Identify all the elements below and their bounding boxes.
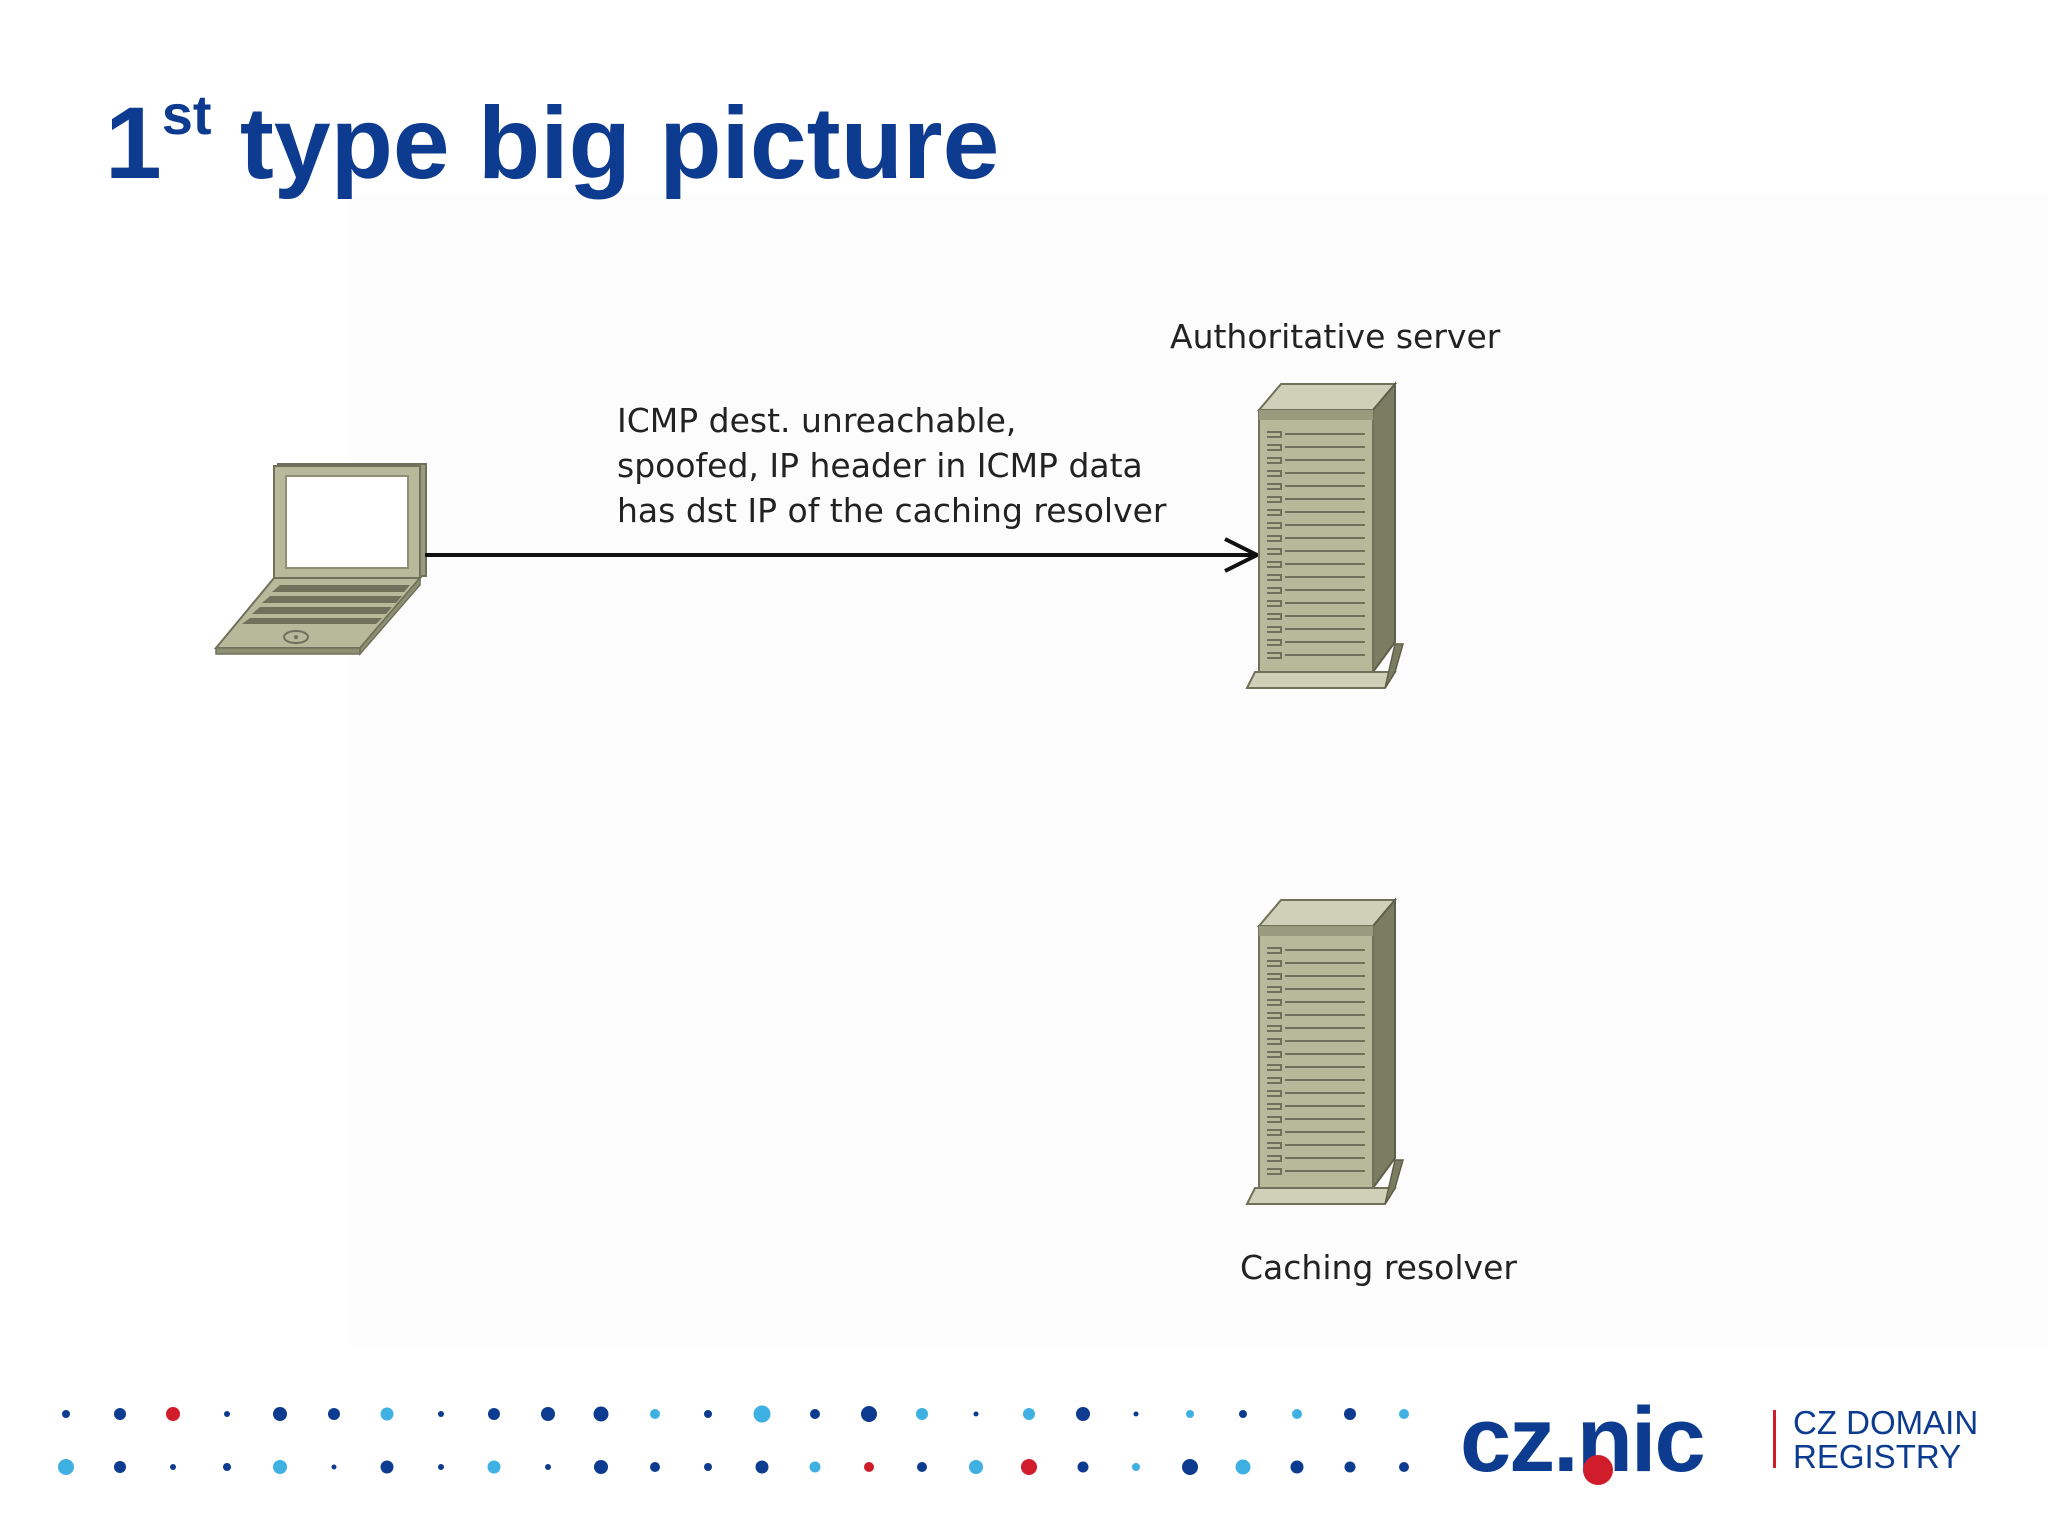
decorative-dot: [649, 1409, 660, 1419]
decorative-dot: [380, 1460, 394, 1474]
decorative-dot: [593, 1406, 609, 1422]
decorative-dot: [704, 1410, 712, 1418]
decorative-dot: [968, 1460, 983, 1474]
decorative-dot: [488, 1408, 500, 1420]
decorative-dot: [1290, 1460, 1303, 1474]
decorative-dot: [1133, 1411, 1139, 1417]
logo-dot: [1583, 1455, 1613, 1485]
edge-label-line: has dst IP of the caching resolver: [617, 491, 1167, 530]
decorative-dot: [810, 1409, 820, 1419]
decorative-dot: [1291, 1409, 1302, 1419]
logo-text-line1: CZ DOMAIN: [1793, 1404, 1979, 1441]
decorative-dot: [170, 1464, 176, 1470]
caching-resolver-label: Caching resolver: [1240, 1248, 1517, 1287]
decorative-dot: [62, 1410, 70, 1418]
decorative-dot: [863, 1462, 874, 1472]
edge-label-line: ICMP dest. unreachable,: [617, 401, 1017, 440]
decorative-dot: [540, 1407, 555, 1421]
title-superscript: st: [161, 83, 212, 146]
cznic-logo: cz.nic CZ DOMAIN REGISTRY: [1460, 1390, 1990, 1490]
decorative-dot: [58, 1459, 74, 1475]
decorative-dot: [166, 1407, 180, 1421]
decorative-dot: [755, 1460, 768, 1474]
decorative-dot: [1023, 1408, 1035, 1420]
logo-text-line2: REGISTRY: [1793, 1438, 1962, 1475]
edge-label: ICMP dest. unreachable, spoofed, IP head…: [617, 398, 1167, 533]
server-icon: [1245, 381, 1404, 689]
decorative-dot: [1398, 1462, 1409, 1472]
logo-text: CZ DOMAIN REGISTRY: [1793, 1406, 1978, 1474]
decorative-dot: [1344, 1461, 1356, 1473]
decorative-dot: [487, 1460, 501, 1474]
title-text: type big picture: [211, 86, 1000, 200]
decorative-dot: [1239, 1410, 1247, 1418]
decorative-dot: [753, 1405, 770, 1423]
slide-title: 1st type big picture: [105, 87, 999, 195]
footer-dots-decoration: [50, 1395, 1430, 1485]
decorative-dot: [1235, 1459, 1251, 1475]
decorative-dot: [649, 1462, 660, 1472]
decorative-dot: [1021, 1459, 1037, 1475]
logo-separator: [1773, 1410, 1776, 1468]
decorative-dot: [704, 1463, 712, 1471]
decorative-dot: [273, 1407, 287, 1421]
decorative-dot: [1075, 1407, 1090, 1421]
decorative-dot: [916, 1408, 928, 1420]
decorative-dot: [1132, 1463, 1140, 1471]
decorative-dot: [1398, 1409, 1409, 1419]
decorative-dot: [1181, 1459, 1198, 1475]
server-icon: [1245, 897, 1404, 1205]
edge-arrow: [425, 537, 1262, 573]
decorative-dot: [1185, 1410, 1194, 1418]
decorative-dot: [437, 1464, 444, 1470]
decorative-dot: [1344, 1408, 1356, 1420]
decorative-dot: [273, 1460, 287, 1474]
decorative-dot: [437, 1411, 444, 1417]
decorative-dot: [331, 1464, 336, 1470]
decorative-dot: [222, 1463, 231, 1471]
decorative-dot: [917, 1462, 927, 1472]
logo-mark: cz.nic: [1460, 1389, 1706, 1491]
decorative-dot: [113, 1408, 126, 1420]
decorative-dot: [1077, 1461, 1088, 1473]
decorative-dot: [113, 1461, 126, 1473]
decorative-dot: [594, 1460, 608, 1474]
decorative-dot: [544, 1464, 551, 1470]
authoritative-server-label: Authoritative server: [1170, 317, 1501, 356]
decorative-dot: [380, 1407, 394, 1421]
decorative-dot: [327, 1408, 340, 1420]
decorative-dot: [860, 1406, 877, 1422]
decorative-dot: [973, 1411, 978, 1417]
laptop-icon: [213, 463, 427, 657]
decorative-dot: [223, 1411, 230, 1417]
decorative-dot: [809, 1461, 821, 1473]
edge-label-line: spoofed, IP header in ICMP data: [617, 446, 1143, 485]
diagram-background: [350, 195, 2048, 1345]
title-number: 1: [105, 86, 162, 200]
